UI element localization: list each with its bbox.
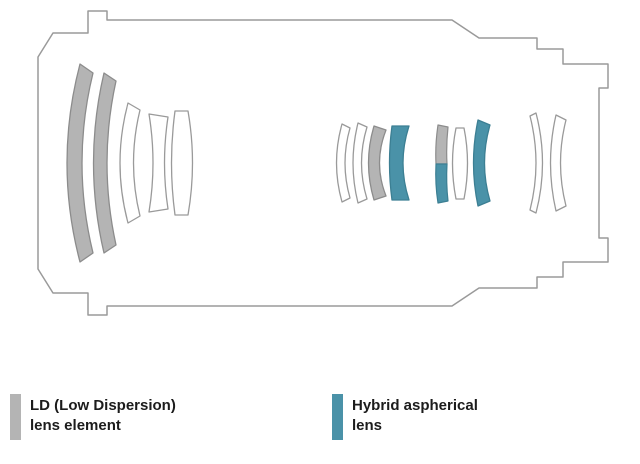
ld-element-2 — [92, 72, 117, 254]
lens-element-5 — [352, 122, 368, 204]
hybrid-aspherical-legend-label-line2: lens — [352, 417, 383, 434]
ld-legend-label-line1: LD (Low Dispersion) — [30, 397, 176, 414]
lens-element-2 — [148, 113, 169, 213]
hybrid-aspherical-legend-label: Hybrid aspherical lens — [352, 394, 478, 436]
lens-element-3 — [170, 110, 194, 216]
ld-legend-label: LD (Low Dispersion) lens element — [30, 394, 176, 436]
ld-legend-label-line2: lens element — [30, 417, 121, 434]
hybrid-aspherical-legend-swatch — [332, 394, 343, 440]
hybrid-aspherical-element-1 — [388, 125, 410, 201]
legend-item-ld: LD (Low Dispersion) lens element — [10, 394, 176, 440]
ld-element-3 — [367, 125, 387, 201]
doublet-ld-segment — [435, 124, 449, 165]
hybrid-aspherical-legend-swatch-rect — [332, 394, 343, 440]
lens-element-4 — [335, 123, 351, 203]
hybrid-aspherical-element-2 — [472, 119, 491, 207]
lens-element-7 — [529, 112, 544, 214]
ld-element-1 — [66, 63, 94, 263]
lens-element-8 — [549, 114, 567, 212]
legend-item-hybrid-aspherical: Hybrid aspherical lens — [332, 394, 478, 440]
hybrid-aspherical-legend-label-line1: Hybrid aspherical — [352, 397, 478, 414]
lens-element-1 — [119, 102, 141, 224]
lens-element-6 — [451, 127, 469, 200]
doublet-aspherical-segment — [435, 163, 449, 204]
ld-legend-swatch — [10, 394, 21, 440]
lens-barrel-outline — [37, 10, 609, 316]
legend: LD (Low Dispersion) lens element Hybrid … — [0, 394, 640, 454]
ld-legend-swatch-rect — [10, 394, 21, 440]
